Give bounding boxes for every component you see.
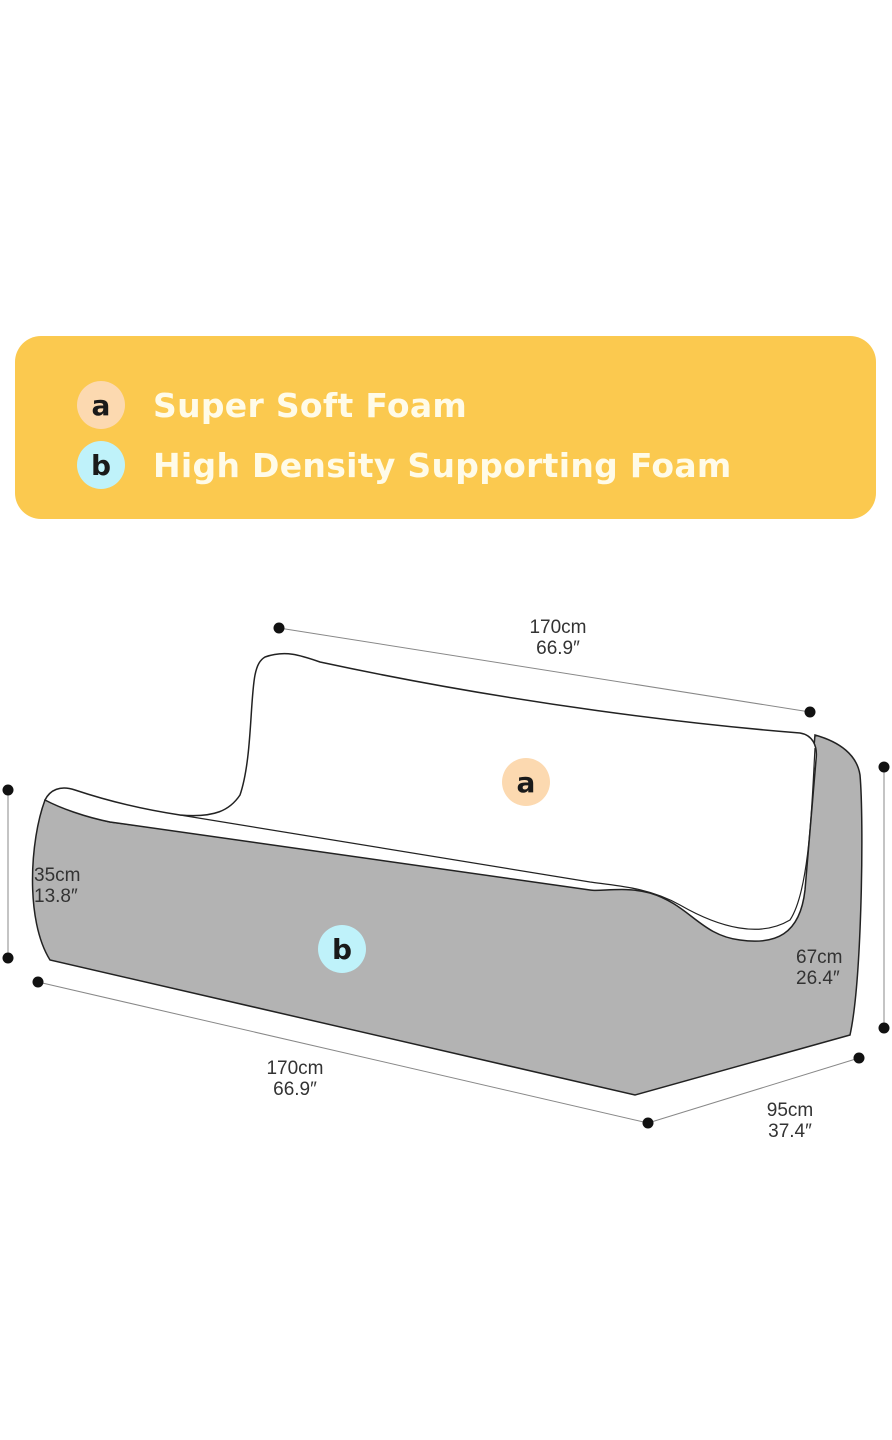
inch-value: 13.8″	[34, 886, 78, 907]
marker-b: b	[318, 925, 366, 973]
legend-label: Super Soft Foam	[153, 385, 468, 425]
cushion-inner-edge	[179, 747, 816, 930]
cm-value: 170cm	[529, 617, 587, 638]
cm-value: 67cm	[796, 947, 843, 968]
marker-b-badge: b	[77, 441, 125, 489]
legend-item-super-soft-foam: a Super Soft Foam	[77, 381, 467, 429]
dimension-lines	[7, 627, 885, 1124]
cm-value: 95cm	[766, 1100, 814, 1121]
legend-item-high-density-foam: b High Density Supporting Foam	[77, 441, 732, 489]
marker-a: a	[502, 758, 550, 806]
seat-height-label: 35cm 13.8″	[34, 865, 80, 907]
back-length-label: 170cm 66.9″	[518, 617, 598, 659]
legend-panel: a Super Soft Foam b High Density Support…	[15, 336, 876, 519]
cm-value: 170cm	[266, 1058, 324, 1079]
marker-a-badge: a	[77, 381, 125, 429]
dimension-endpoints	[2, 622, 890, 1129]
cm-value: 35cm	[34, 865, 81, 886]
legend-label: High Density Supporting Foam	[153, 445, 732, 485]
inch-value: 66.9″	[536, 638, 580, 659]
depth-label: 95cm 37.4″	[752, 1100, 828, 1142]
inch-value: 26.4″	[796, 968, 840, 989]
back-height-label: 67cm 26.4″	[796, 947, 842, 989]
front-length-label: 170cm 66.9″	[255, 1058, 335, 1100]
inch-value: 66.9″	[273, 1079, 317, 1100]
super-soft-foam-shape	[44, 652, 818, 942]
inch-value: 37.4″	[768, 1121, 812, 1142]
